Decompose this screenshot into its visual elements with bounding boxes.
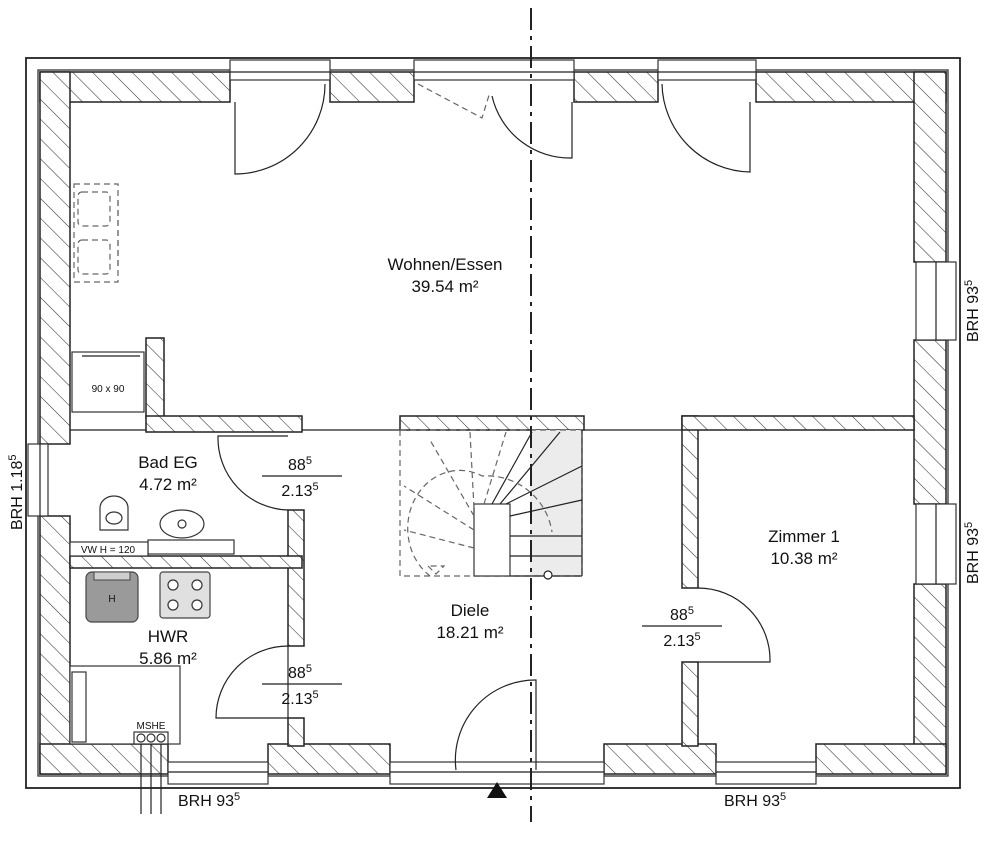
door-width-hwr: 88 <box>288 665 306 682</box>
door-width-sup-hwr: 5 <box>306 663 312 675</box>
washing-machine <box>159 571 211 619</box>
brh-label-right-mid: BRH 935 <box>963 522 982 584</box>
brh-label-right-top: BRH 935 <box>963 280 982 342</box>
brh-label-left: BRH 1.185 <box>7 455 26 531</box>
room-name-bad: Bad EG <box>138 453 198 472</box>
heater <box>85 571 139 623</box>
staircase <box>399 429 583 580</box>
door-dim-bad: 885 2.135 <box>262 455 342 500</box>
vw-label: VW H = 120 <box>81 545 136 556</box>
toilet <box>99 495 129 531</box>
svg-text:885: 885 <box>288 455 312 474</box>
svg-text:885: 885 <box>670 605 694 624</box>
mshe-connection <box>133 731 169 814</box>
door-height-sup-bad: 5 <box>313 481 319 493</box>
door-width-sup-bad: 5 <box>306 455 312 467</box>
room-name-diele: Diele <box>451 601 490 620</box>
heater-label: H <box>108 594 115 605</box>
svg-text:2.135: 2.135 <box>281 689 318 708</box>
washbasin <box>147 509 235 555</box>
exterior-walls <box>25 57 961 789</box>
room-area-wohnen: 39.54 m² <box>411 277 478 296</box>
mshe-label: MSHE <box>137 721 166 732</box>
shower-tray <box>71 351 145 413</box>
svg-text:2.135: 2.135 <box>663 631 700 650</box>
door-dim-zimmer: 885 2.135 <box>642 605 722 650</box>
room-area-hwr: 5.86 m² <box>139 649 197 668</box>
room-name-wohnen: Wohnen/Essen <box>388 255 503 274</box>
door-height-sup-zimmer: 5 <box>695 631 701 643</box>
room-name-zimmer: Zimmer 1 <box>768 527 840 546</box>
door-width-bad: 88 <box>288 457 306 474</box>
door-width-zimmer: 88 <box>670 607 688 624</box>
room-name-hwr: HWR <box>148 627 189 646</box>
door-dim-hwr: 885 2.135 <box>262 663 342 708</box>
svg-text:885: 885 <box>288 663 312 682</box>
room-area-zimmer: 10.38 m² <box>770 549 837 568</box>
dining-table <box>73 183 119 283</box>
shower-label: 90 x 90 <box>92 384 125 395</box>
door-width-sup-zimmer: 5 <box>688 605 694 617</box>
room-area-diele: 18.21 m² <box>436 623 503 642</box>
windows <box>27 59 957 785</box>
door-height-hwr: 2.13 <box>281 691 312 708</box>
brh-label-bottom-left: BRH 935 <box>178 791 240 810</box>
door-height-zimmer: 2.13 <box>663 633 694 650</box>
hwr-counter <box>69 665 181 745</box>
room-area-bad: 4.72 m² <box>139 475 197 494</box>
svg-text:2.135: 2.135 <box>281 481 318 500</box>
interior-walls <box>69 337 915 747</box>
brh-label-bottom-right: BRH 935 <box>724 791 786 810</box>
door-height-bad: 2.13 <box>281 483 312 500</box>
door-height-sup-hwr: 5 <box>313 689 319 701</box>
vw-box <box>69 541 149 557</box>
doors <box>215 83 771 798</box>
